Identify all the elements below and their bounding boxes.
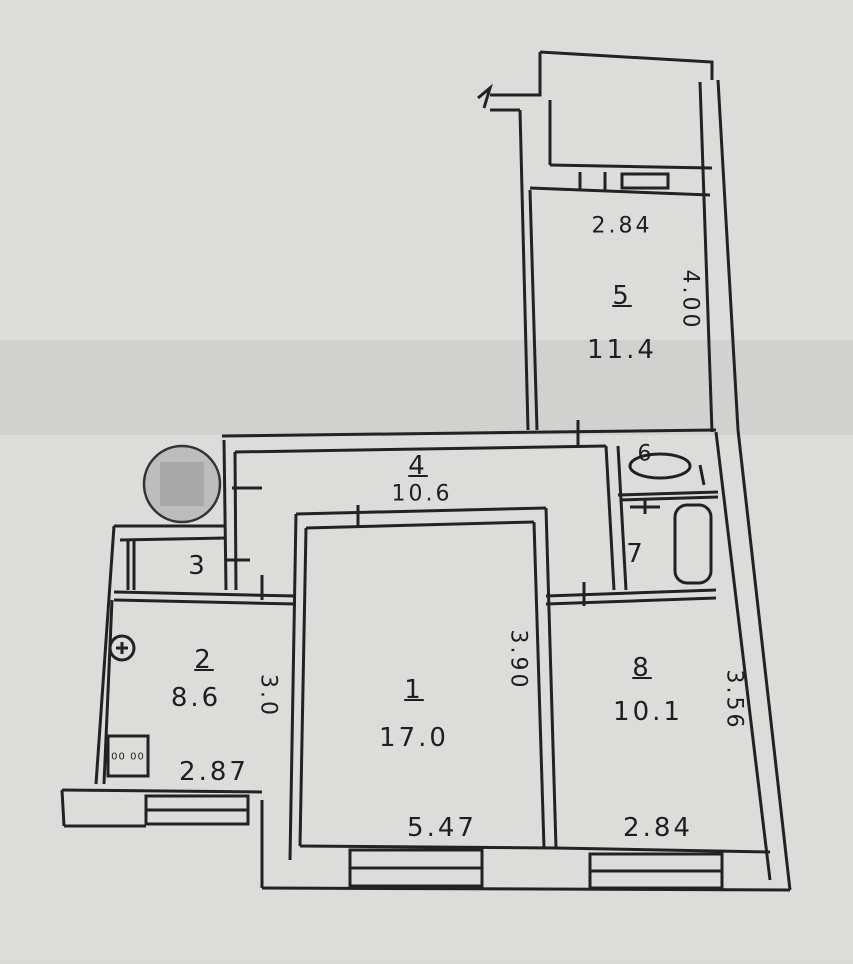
room2-left-wall-outer <box>94 525 116 785</box>
room1-right-wall-inner <box>532 521 546 849</box>
room2-width-dim: 2.87 <box>179 757 249 787</box>
break-mark <box>477 83 493 109</box>
bath-divider <box>617 490 719 497</box>
room1-top-wall-inner <box>305 520 535 530</box>
toilet-fixture <box>628 452 692 480</box>
hall-number: 4 <box>408 451 428 481</box>
room3-top-wall-inner <box>119 536 227 542</box>
room2-area: 8.6 <box>170 683 222 713</box>
bathtub-fixture <box>673 503 713 585</box>
room3-number: 3 <box>188 551 208 581</box>
building-right-wall <box>736 429 792 891</box>
room8-length-dim: 3.56 <box>721 669 747 731</box>
room5-number: 5 <box>612 281 632 311</box>
bath-left-wall-inner <box>616 445 628 591</box>
bath-left-wall <box>604 445 616 591</box>
room5-area: 11.4 <box>587 335 657 365</box>
room5-left-wall-inner <box>528 189 539 431</box>
walls <box>60 50 792 892</box>
room1-top-wall-outer <box>295 506 547 516</box>
room1-number: 1 <box>404 675 424 705</box>
room5-top-wall <box>529 186 711 197</box>
room8-top-wall-outer <box>545 588 717 598</box>
room2-number: 2 <box>194 645 214 675</box>
room2-bottom-left-stub <box>60 789 66 827</box>
gas-riser-icon <box>108 634 136 662</box>
balcony-rail <box>549 163 713 170</box>
room8-width-dim: 2.84 <box>623 813 693 843</box>
building-bottom-wall <box>261 886 791 892</box>
room2-bottom-wall <box>61 788 263 794</box>
room6-number: 6 <box>637 441 655 467</box>
room5-length-dim: 4.00 <box>677 269 703 331</box>
room1-length-dim: 3.90 <box>505 629 531 691</box>
room3-right-wall-outer <box>233 451 238 591</box>
balcony-left-edge <box>490 52 542 97</box>
stove-label: 00 00 <box>111 751 145 763</box>
room1-width-dim: 5.47 <box>407 813 477 843</box>
room2-left-wall-inner <box>102 599 114 785</box>
room5-left-wall-outer <box>518 109 530 431</box>
room8-area: 10.1 <box>613 697 683 727</box>
room1-right-wall-outer <box>544 507 558 849</box>
room8-number: 8 <box>632 653 652 683</box>
room8-bottom-wall <box>555 846 771 854</box>
room8-top-wall-inner <box>545 596 717 606</box>
room5-right-wall-inner <box>698 81 714 433</box>
room1-area: 17.0 <box>379 723 449 753</box>
balcony-outline <box>539 50 714 80</box>
room2-top-wall-outer <box>113 590 297 598</box>
bath-wall-mark <box>698 464 706 486</box>
room2-top-wall-inner <box>113 598 297 606</box>
room7-number: 7 <box>626 539 646 569</box>
room3-right-wall-inner <box>222 439 228 591</box>
bath-divider-inner <box>619 495 719 502</box>
corridor-top-wall-inner <box>234 444 607 454</box>
stove-icon <box>106 734 150 778</box>
room2-length-dim: 3.0 <box>255 674 281 718</box>
paper-fold-shadow <box>0 340 853 435</box>
building-right-wall-top <box>716 79 740 431</box>
room5-width-dim: 2.84 <box>591 213 653 239</box>
room1-bottom-wall <box>299 844 557 850</box>
corridor-top-wall-outer <box>221 428 717 438</box>
building-right-wall-inner <box>714 431 772 881</box>
room5-window <box>620 172 670 190</box>
hall-area: 10.6 <box>391 481 453 507</box>
redaction-blur <box>160 462 204 506</box>
room1-left-wall-inner <box>298 527 308 847</box>
room1-left-wall-outer <box>288 513 298 861</box>
